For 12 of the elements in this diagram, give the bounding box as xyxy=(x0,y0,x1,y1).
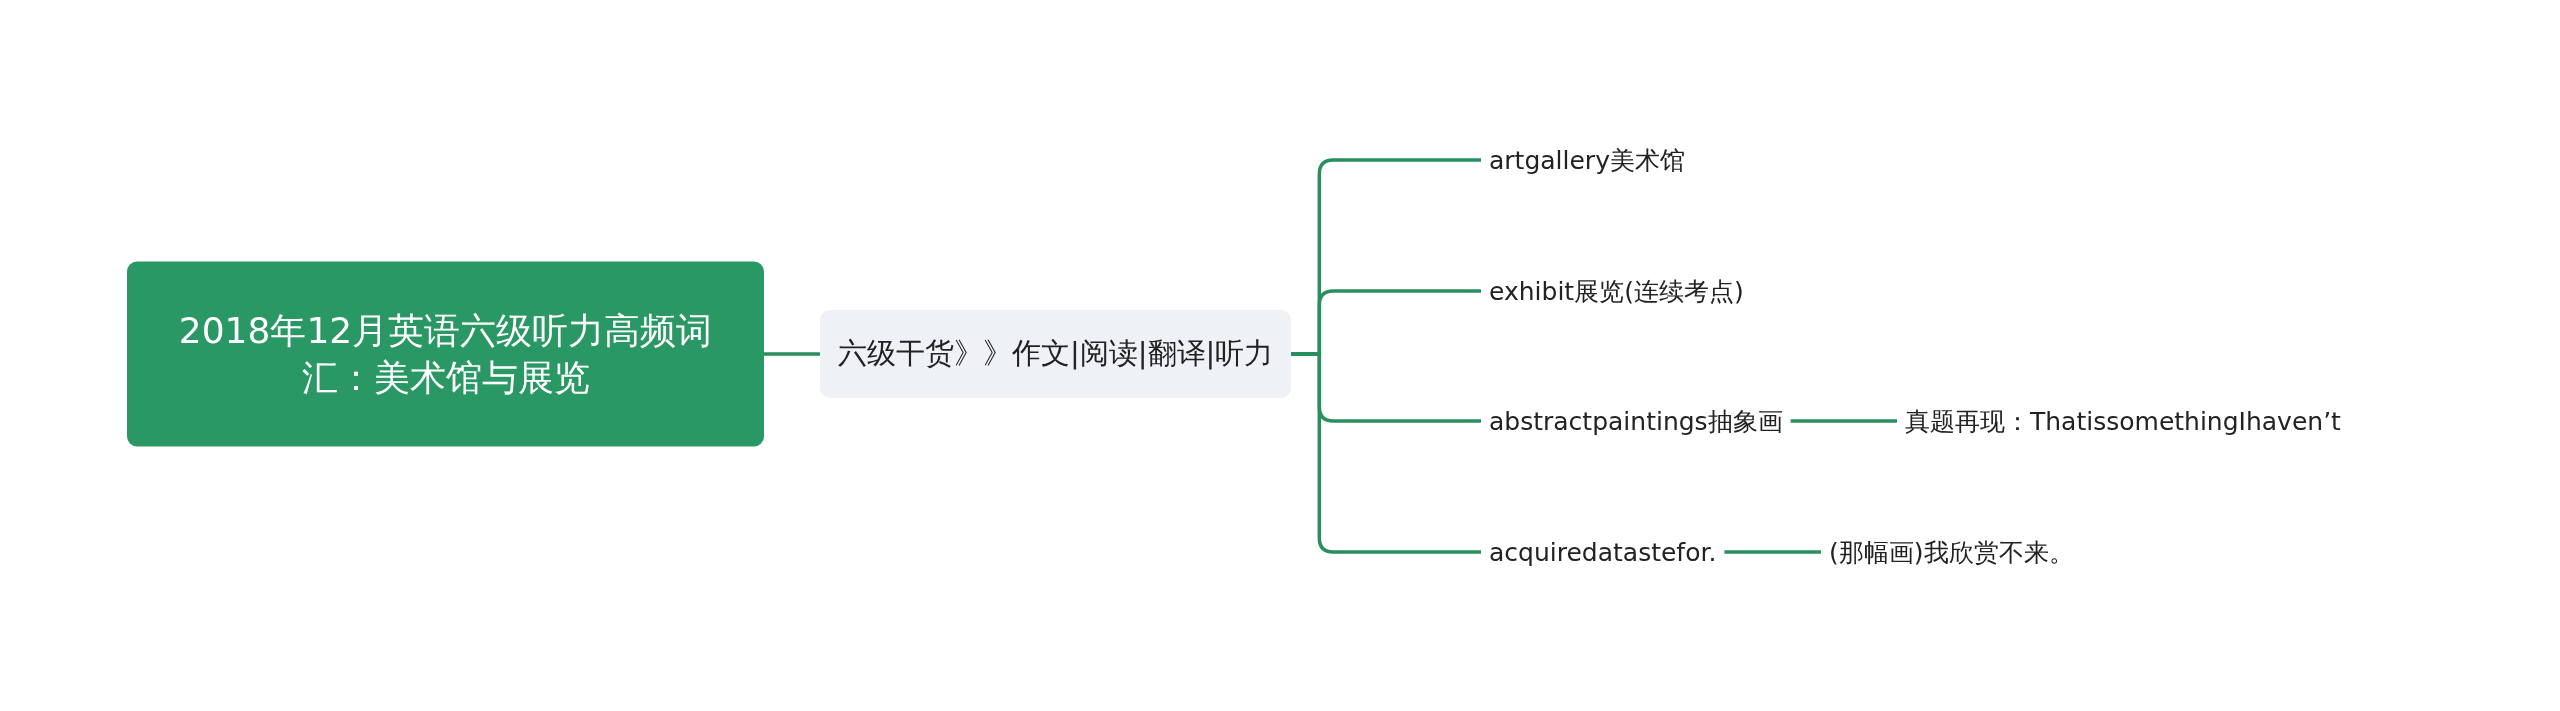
subtopic: (那幅画)我欣赏不来。 xyxy=(1821,531,2082,573)
topic-box: 六级干货》》作文|阅读|翻译|听力 xyxy=(820,310,1292,398)
connector-line xyxy=(1291,352,1481,554)
connector-line xyxy=(764,352,820,356)
connector-line xyxy=(1790,419,1897,423)
connector-line xyxy=(1724,550,1821,554)
subtopic: artgallery美术馆 xyxy=(1481,139,1693,181)
subtopic: exhibit展览(连续考点) xyxy=(1481,270,1752,312)
subtopic: abstractpaintings抽象画 xyxy=(1481,400,1791,442)
subtopic: acquiredatastefor. xyxy=(1481,533,1725,571)
subtopic: 真题再现：ThatissomethingIhaven’t xyxy=(1897,400,2349,442)
root-topic: 2018年12月英语六级听力高频词汇：美术馆与展览 xyxy=(127,261,764,447)
